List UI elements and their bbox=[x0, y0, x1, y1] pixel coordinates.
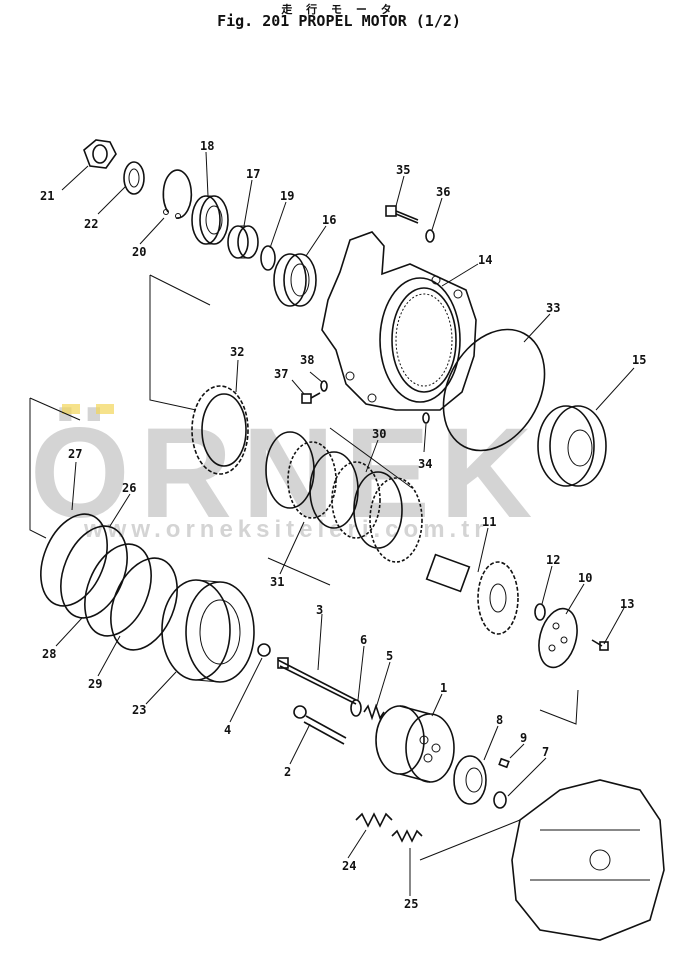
label-18: 18 bbox=[200, 139, 214, 153]
part-5-spring bbox=[363, 703, 385, 721]
label-24: 24 bbox=[342, 859, 356, 873]
label-10: 10 bbox=[578, 571, 592, 585]
label-8: 8 bbox=[496, 713, 503, 727]
part-32-ring-gear bbox=[191, 385, 249, 475]
label-38: 38 bbox=[300, 353, 314, 367]
label-35: 35 bbox=[396, 163, 410, 177]
part-34-o-ring bbox=[422, 412, 430, 424]
label-2: 2 bbox=[284, 765, 291, 779]
part-23-brake-piston bbox=[161, 579, 255, 683]
label-29: 29 bbox=[88, 677, 102, 691]
label-17: 17 bbox=[246, 167, 260, 181]
part-38-washer bbox=[320, 380, 328, 392]
label-5: 5 bbox=[386, 649, 393, 663]
label-30: 30 bbox=[372, 427, 386, 441]
part-27-ring bbox=[40, 513, 108, 607]
watermark-url: www.orneksiteleri.com.tr bbox=[84, 516, 489, 543]
label-37: 37 bbox=[274, 367, 288, 381]
part-29-ring bbox=[110, 557, 178, 651]
label-7: 7 bbox=[542, 745, 549, 759]
part-20-snap-ring bbox=[162, 169, 193, 219]
japanese-title: 走 行 モ ー タ bbox=[281, 3, 397, 16]
leader-lines bbox=[55, 151, 635, 896]
part-16-bearing bbox=[273, 253, 317, 307]
label-1: 1 bbox=[440, 681, 447, 695]
group-brackets bbox=[29, 274, 579, 861]
label-36: 36 bbox=[436, 185, 450, 199]
label-31: 31 bbox=[270, 575, 284, 589]
part-11-output-shaft bbox=[425, 553, 519, 635]
part-37-bolt bbox=[301, 392, 321, 404]
part-33-o-ring bbox=[442, 328, 546, 452]
label-25: 25 bbox=[404, 897, 418, 911]
label-15: 15 bbox=[632, 353, 646, 367]
figure-title: Fig. 201 PROPEL MOTOR (1/2) bbox=[217, 12, 461, 30]
label-23: 23 bbox=[132, 703, 146, 717]
part-10-swash-plate bbox=[538, 607, 578, 669]
part-22-lock-washer bbox=[123, 161, 145, 195]
label-11: 11 bbox=[482, 515, 496, 529]
label-3: 3 bbox=[316, 603, 323, 617]
part-9-pin bbox=[498, 757, 510, 769]
label-21: 21 bbox=[40, 189, 54, 203]
part-14-motor-housing bbox=[321, 231, 477, 411]
label-20: 20 bbox=[132, 245, 146, 259]
part-7-bushing bbox=[493, 791, 507, 809]
label-19: 19 bbox=[280, 189, 294, 203]
label-34: 34 bbox=[418, 457, 432, 471]
label-4: 4 bbox=[224, 723, 231, 737]
label-33: 33 bbox=[546, 301, 560, 315]
label-26: 26 bbox=[122, 481, 136, 495]
part-35-bolt bbox=[385, 205, 419, 224]
part-2-pin bbox=[293, 705, 347, 745]
part-8-valve-plate bbox=[453, 755, 487, 805]
label-16: 16 bbox=[322, 213, 336, 227]
part-13-bolt bbox=[591, 639, 609, 651]
label-22: 22 bbox=[84, 217, 98, 231]
part-24-spring bbox=[355, 812, 393, 828]
label-12: 12 bbox=[546, 553, 560, 567]
part-number-labels: 1 2 3 4 5 6 7 8 9 10 11 12 13 14 15 16 1… bbox=[40, 139, 646, 911]
part-28-ring bbox=[84, 543, 152, 637]
part-4-ball bbox=[257, 643, 271, 657]
part-17-bearing-race bbox=[227, 225, 259, 259]
label-28: 28 bbox=[42, 647, 56, 661]
part-15-seal-ring bbox=[537, 405, 607, 487]
label-13: 13 bbox=[620, 597, 634, 611]
label-32: 32 bbox=[230, 345, 244, 359]
part-1-cylinder-block bbox=[375, 705, 455, 783]
part-6-washer bbox=[350, 699, 362, 717]
part-25-spring bbox=[391, 829, 423, 843]
label-27: 27 bbox=[68, 447, 82, 461]
label-6: 6 bbox=[360, 633, 367, 647]
part-30-31-clutch-pack bbox=[265, 431, 423, 563]
part-18-bearing bbox=[191, 195, 229, 245]
part-12-ring bbox=[534, 603, 546, 621]
motor-head-cover bbox=[511, 779, 665, 941]
label-14: 14 bbox=[478, 253, 492, 267]
watermark-accent bbox=[62, 404, 114, 414]
part-36-washer bbox=[425, 229, 435, 243]
part-19-ring bbox=[260, 245, 276, 271]
part-26-ring bbox=[60, 525, 128, 619]
part-21-nut bbox=[83, 139, 117, 169]
part-3-rod bbox=[277, 657, 357, 705]
label-9: 9 bbox=[520, 731, 527, 745]
